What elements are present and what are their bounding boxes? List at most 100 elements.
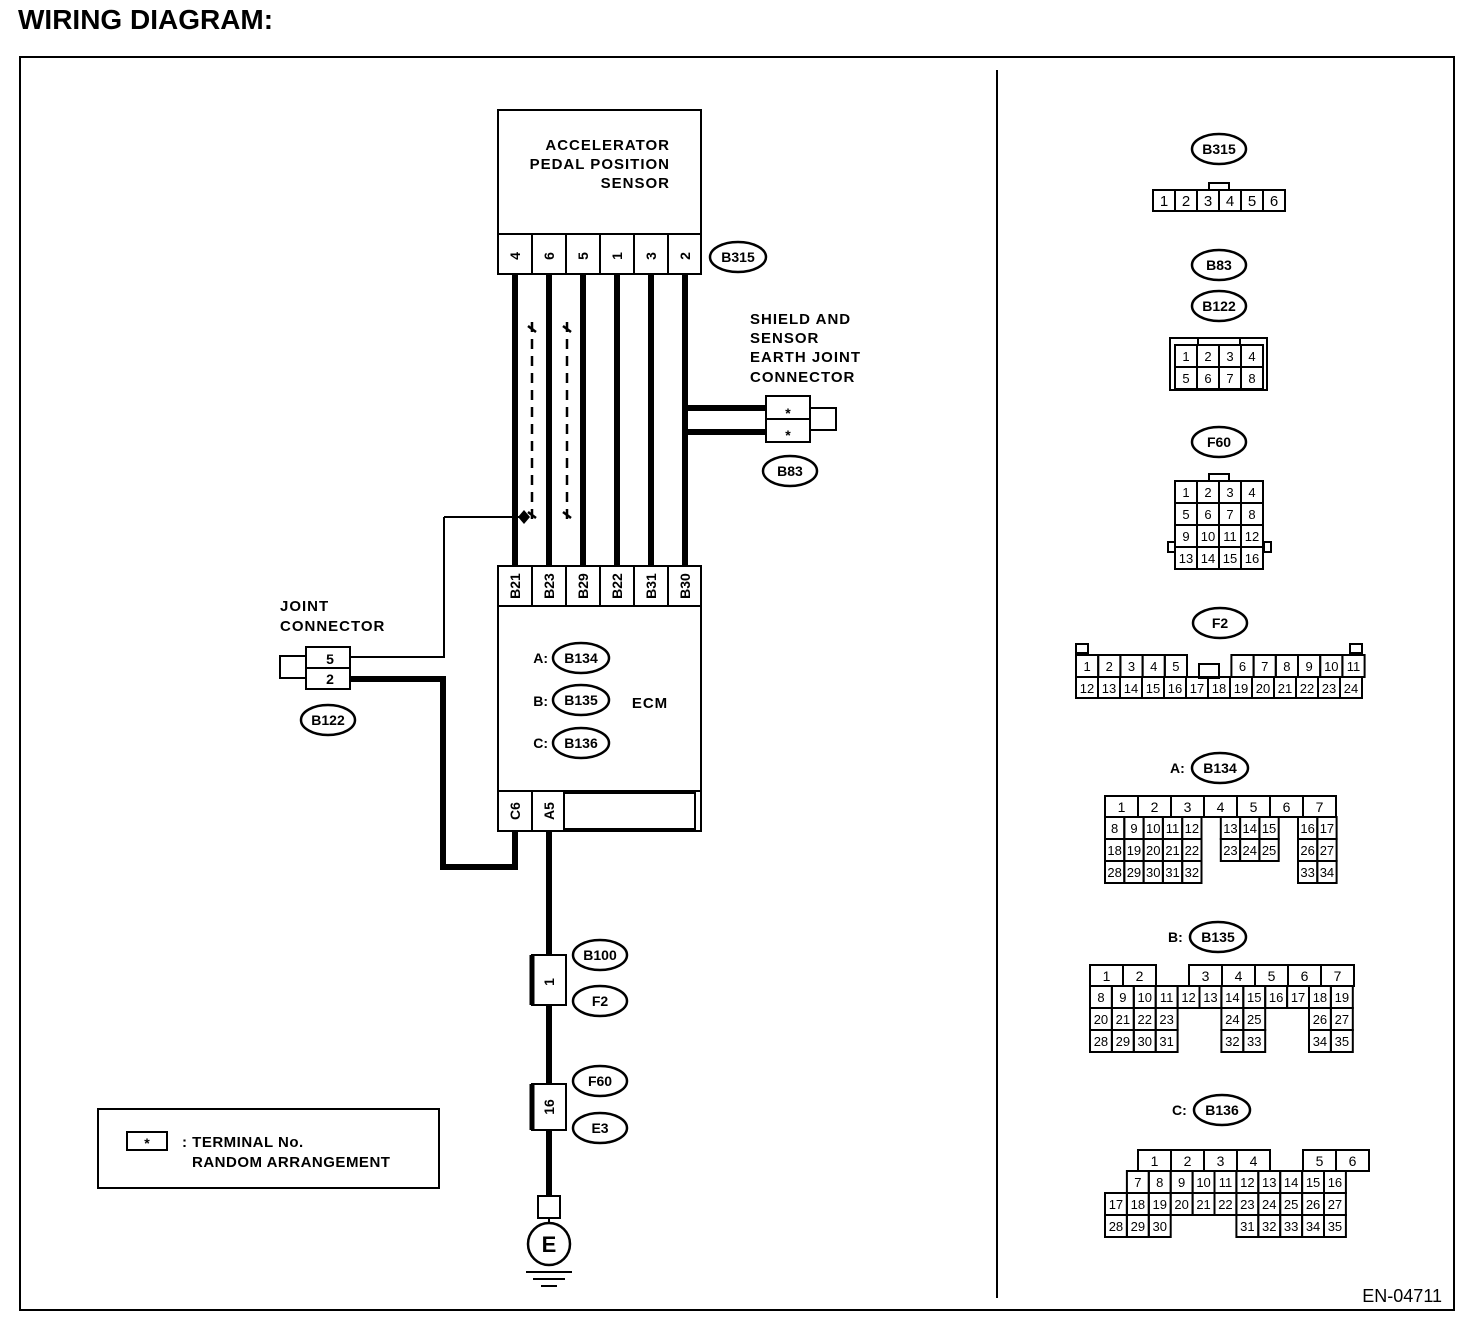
terminal-cell: 24	[1239, 838, 1261, 862]
view-b122-oval: B122	[1190, 289, 1248, 323]
svg-text:2: 2	[1204, 485, 1211, 500]
terminal-cell: 5	[1174, 502, 1198, 526]
svg-text:C:: C:	[1172, 1102, 1187, 1118]
svg-text:12: 12	[1185, 821, 1199, 836]
terminal-cell: 15	[1141, 676, 1165, 699]
svg-text:F60: F60	[588, 1073, 612, 1089]
terminal-cell: 25	[1242, 1007, 1267, 1031]
ecm-pin-c6: C6	[507, 802, 523, 820]
terminal-cell: 17	[1316, 816, 1338, 840]
terminal-cell: 23	[1317, 676, 1341, 699]
terminal-cell: 5	[1302, 1149, 1337, 1172]
svg-text:8: 8	[1248, 507, 1255, 522]
terminal-cell: 29	[1125, 1214, 1150, 1238]
svg-text:18: 18	[1107, 843, 1121, 858]
svg-text:15: 15	[1306, 1175, 1320, 1190]
terminal-cell: 10	[1191, 1170, 1216, 1194]
svg-text:11: 11	[1219, 1175, 1233, 1190]
svg-text:13: 13	[1102, 681, 1116, 696]
terminal-cell: 16	[1240, 546, 1264, 570]
svg-text:1: 1	[1160, 193, 1168, 210]
connector-b100-oval: B100	[571, 938, 629, 972]
svg-text:4: 4	[1226, 193, 1234, 210]
svg-text:13: 13	[1179, 551, 1193, 566]
connector-b315-oval: B315	[708, 240, 768, 274]
terminal-cell: 31	[1235, 1214, 1260, 1238]
svg-text:B:: B:	[1168, 929, 1183, 945]
terminal-cell: 1	[1137, 1149, 1172, 1172]
svg-text:8: 8	[1111, 821, 1118, 836]
ground-label: E	[542, 1232, 557, 1257]
svg-text:18: 18	[1131, 1197, 1145, 1212]
svg-text:2: 2	[1106, 659, 1113, 674]
connector-b83-oval: B83	[761, 454, 819, 488]
svg-text:14: 14	[1243, 821, 1257, 836]
terminal-cell: 31	[1161, 860, 1184, 884]
svg-text:15: 15	[1262, 821, 1276, 836]
terminal-cell: 22	[1213, 1192, 1238, 1216]
terminal-cell: 3	[1218, 344, 1242, 368]
svg-text:22: 22	[1300, 681, 1314, 696]
svg-text:17: 17	[1291, 990, 1305, 1005]
terminal-cell: 22	[1132, 1007, 1157, 1031]
view-b135-oval: B135	[1188, 920, 1248, 954]
svg-text:3: 3	[1217, 1153, 1225, 1169]
svg-text:6: 6	[1239, 659, 1246, 674]
svg-text:30: 30	[1138, 1034, 1152, 1049]
shield-earth-joint-connector: SHIELD AND SENSOR EARTH JOINT CONNECTOR …	[682, 300, 860, 443]
terminal-cell: 12	[1235, 1170, 1260, 1194]
svg-text:20: 20	[1256, 681, 1270, 696]
terminal-cell: 27	[1323, 1192, 1347, 1216]
svg-text:35: 35	[1328, 1219, 1342, 1234]
document-code: EN-04711	[1362, 1286, 1442, 1306]
svg-text:12: 12	[1240, 1175, 1254, 1190]
terminal-cell: 16	[1297, 816, 1319, 840]
ecm-connector-b135-oval: B135	[551, 683, 611, 717]
svg-text:21: 21	[1278, 681, 1292, 696]
terminal-cell: 9	[1123, 816, 1145, 840]
svg-text:17: 17	[1109, 1197, 1123, 1212]
svg-text:19: 19	[1335, 990, 1349, 1005]
terminal-cell: 2	[1170, 1149, 1205, 1172]
svg-text:25: 25	[1284, 1197, 1298, 1212]
sensor-ecm-wires	[512, 274, 688, 566]
svg-text:B100: B100	[583, 947, 617, 963]
terminal-cell: 18	[1104, 838, 1126, 862]
joint-label-line-2: CONNECTOR	[280, 618, 385, 635]
terminal-cell: 16	[1264, 985, 1289, 1009]
terminal-cell: 1	[1104, 795, 1139, 818]
terminal-cell: 2	[1196, 344, 1220, 368]
svg-text:21: 21	[1196, 1197, 1210, 1212]
terminal-cell: 10	[1142, 816, 1164, 840]
svg-text:11: 11	[1223, 529, 1237, 544]
terminal-cell: 25	[1279, 1192, 1304, 1216]
terminal-cell: 25	[1258, 838, 1280, 862]
svg-text:20: 20	[1174, 1197, 1188, 1212]
terminal-cell: 20	[1089, 1007, 1113, 1031]
terminal-cell: 14	[1196, 546, 1220, 570]
terminal-cell: 18	[1125, 1192, 1150, 1216]
shield-label-line-2: SENSOR	[750, 330, 819, 347]
ecm-pin-b30: B30	[677, 573, 693, 599]
terminal-cell: 17	[1286, 985, 1310, 1009]
terminal-cell: 6	[1196, 366, 1220, 390]
svg-text:4: 4	[1248, 349, 1255, 364]
terminal-cell: 8	[1240, 502, 1264, 526]
terminal-cell: 14	[1220, 985, 1245, 1009]
svg-text:F2: F2	[1212, 615, 1229, 631]
svg-text:3: 3	[1202, 968, 1210, 984]
terminal-cell: 12	[1176, 985, 1201, 1009]
svg-text:3: 3	[1226, 485, 1233, 500]
svg-text:6: 6	[1301, 968, 1309, 984]
svg-text:1: 1	[1182, 485, 1189, 500]
svg-text:10: 10	[1324, 659, 1338, 674]
svg-text:5: 5	[1182, 371, 1189, 386]
terminal-cell: 18	[1308, 985, 1332, 1009]
terminal-cell: 10	[1196, 524, 1220, 548]
view-f60-oval: F60	[1190, 425, 1248, 459]
svg-text:9: 9	[1305, 659, 1312, 674]
svg-text:25: 25	[1247, 1012, 1261, 1027]
terminal-cell: 8	[1147, 1170, 1172, 1194]
terminal-cell: 24	[1257, 1192, 1282, 1216]
